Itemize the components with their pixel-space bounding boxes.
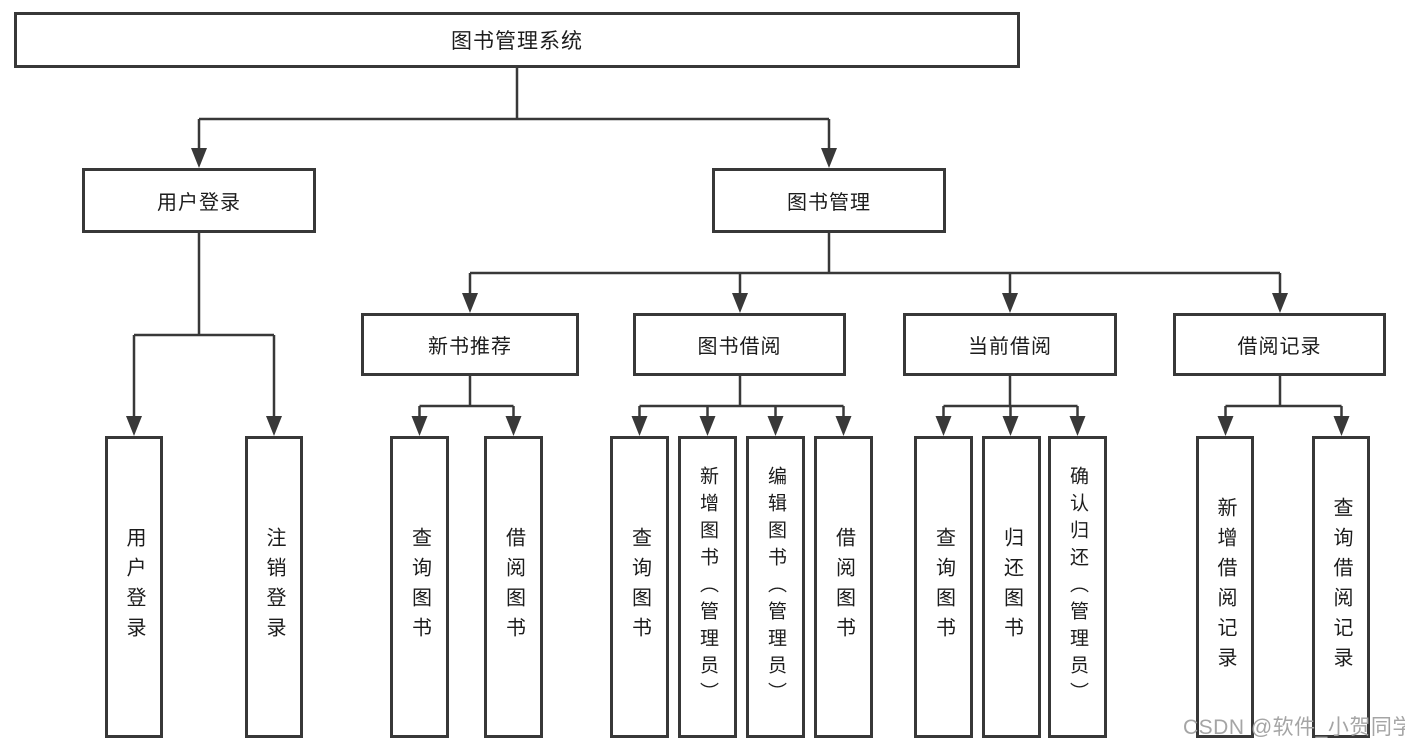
leaf-add-books-admin: 新增图书（管理员）	[678, 436, 737, 738]
leaf-user-login: 用户登录	[105, 436, 163, 738]
node-new-book-recommend: 新书推荐	[361, 313, 579, 376]
csdn-watermark: CSDN @软件_小贺同学	[1183, 716, 1405, 739]
node-borrow-records: 借阅记录	[1173, 313, 1386, 376]
leaf-query-books-borrow: 查询图书	[610, 436, 669, 738]
leaf-add-borrow-record: 新增借阅记录	[1196, 436, 1254, 738]
node-book-management: 图书管理	[712, 168, 946, 233]
leaf-query-books-recommend: 查询图书	[390, 436, 449, 738]
node-library-system: 图书管理系统	[14, 12, 1020, 68]
node-current-borrow: 当前借阅	[903, 313, 1117, 376]
node-user-login: 用户登录	[82, 168, 316, 233]
leaf-return-books: 归还图书	[982, 436, 1041, 738]
leaf-edit-books-admin: 编辑图书（管理员）	[746, 436, 805, 738]
leaf-borrow-books: 借阅图书	[814, 436, 873, 738]
leaf-query-borrow-record: 查询借阅记录	[1312, 436, 1370, 738]
leaf-logout: 注销登录	[245, 436, 303, 738]
leaf-confirm-return-admin: 确认归还（管理员）	[1048, 436, 1107, 738]
arrowheads	[126, 148, 1350, 436]
leaf-query-books-current: 查询图书	[914, 436, 973, 738]
leaf-borrow-books-recommend: 借阅图书	[484, 436, 543, 738]
node-book-borrow: 图书借阅	[633, 313, 846, 376]
